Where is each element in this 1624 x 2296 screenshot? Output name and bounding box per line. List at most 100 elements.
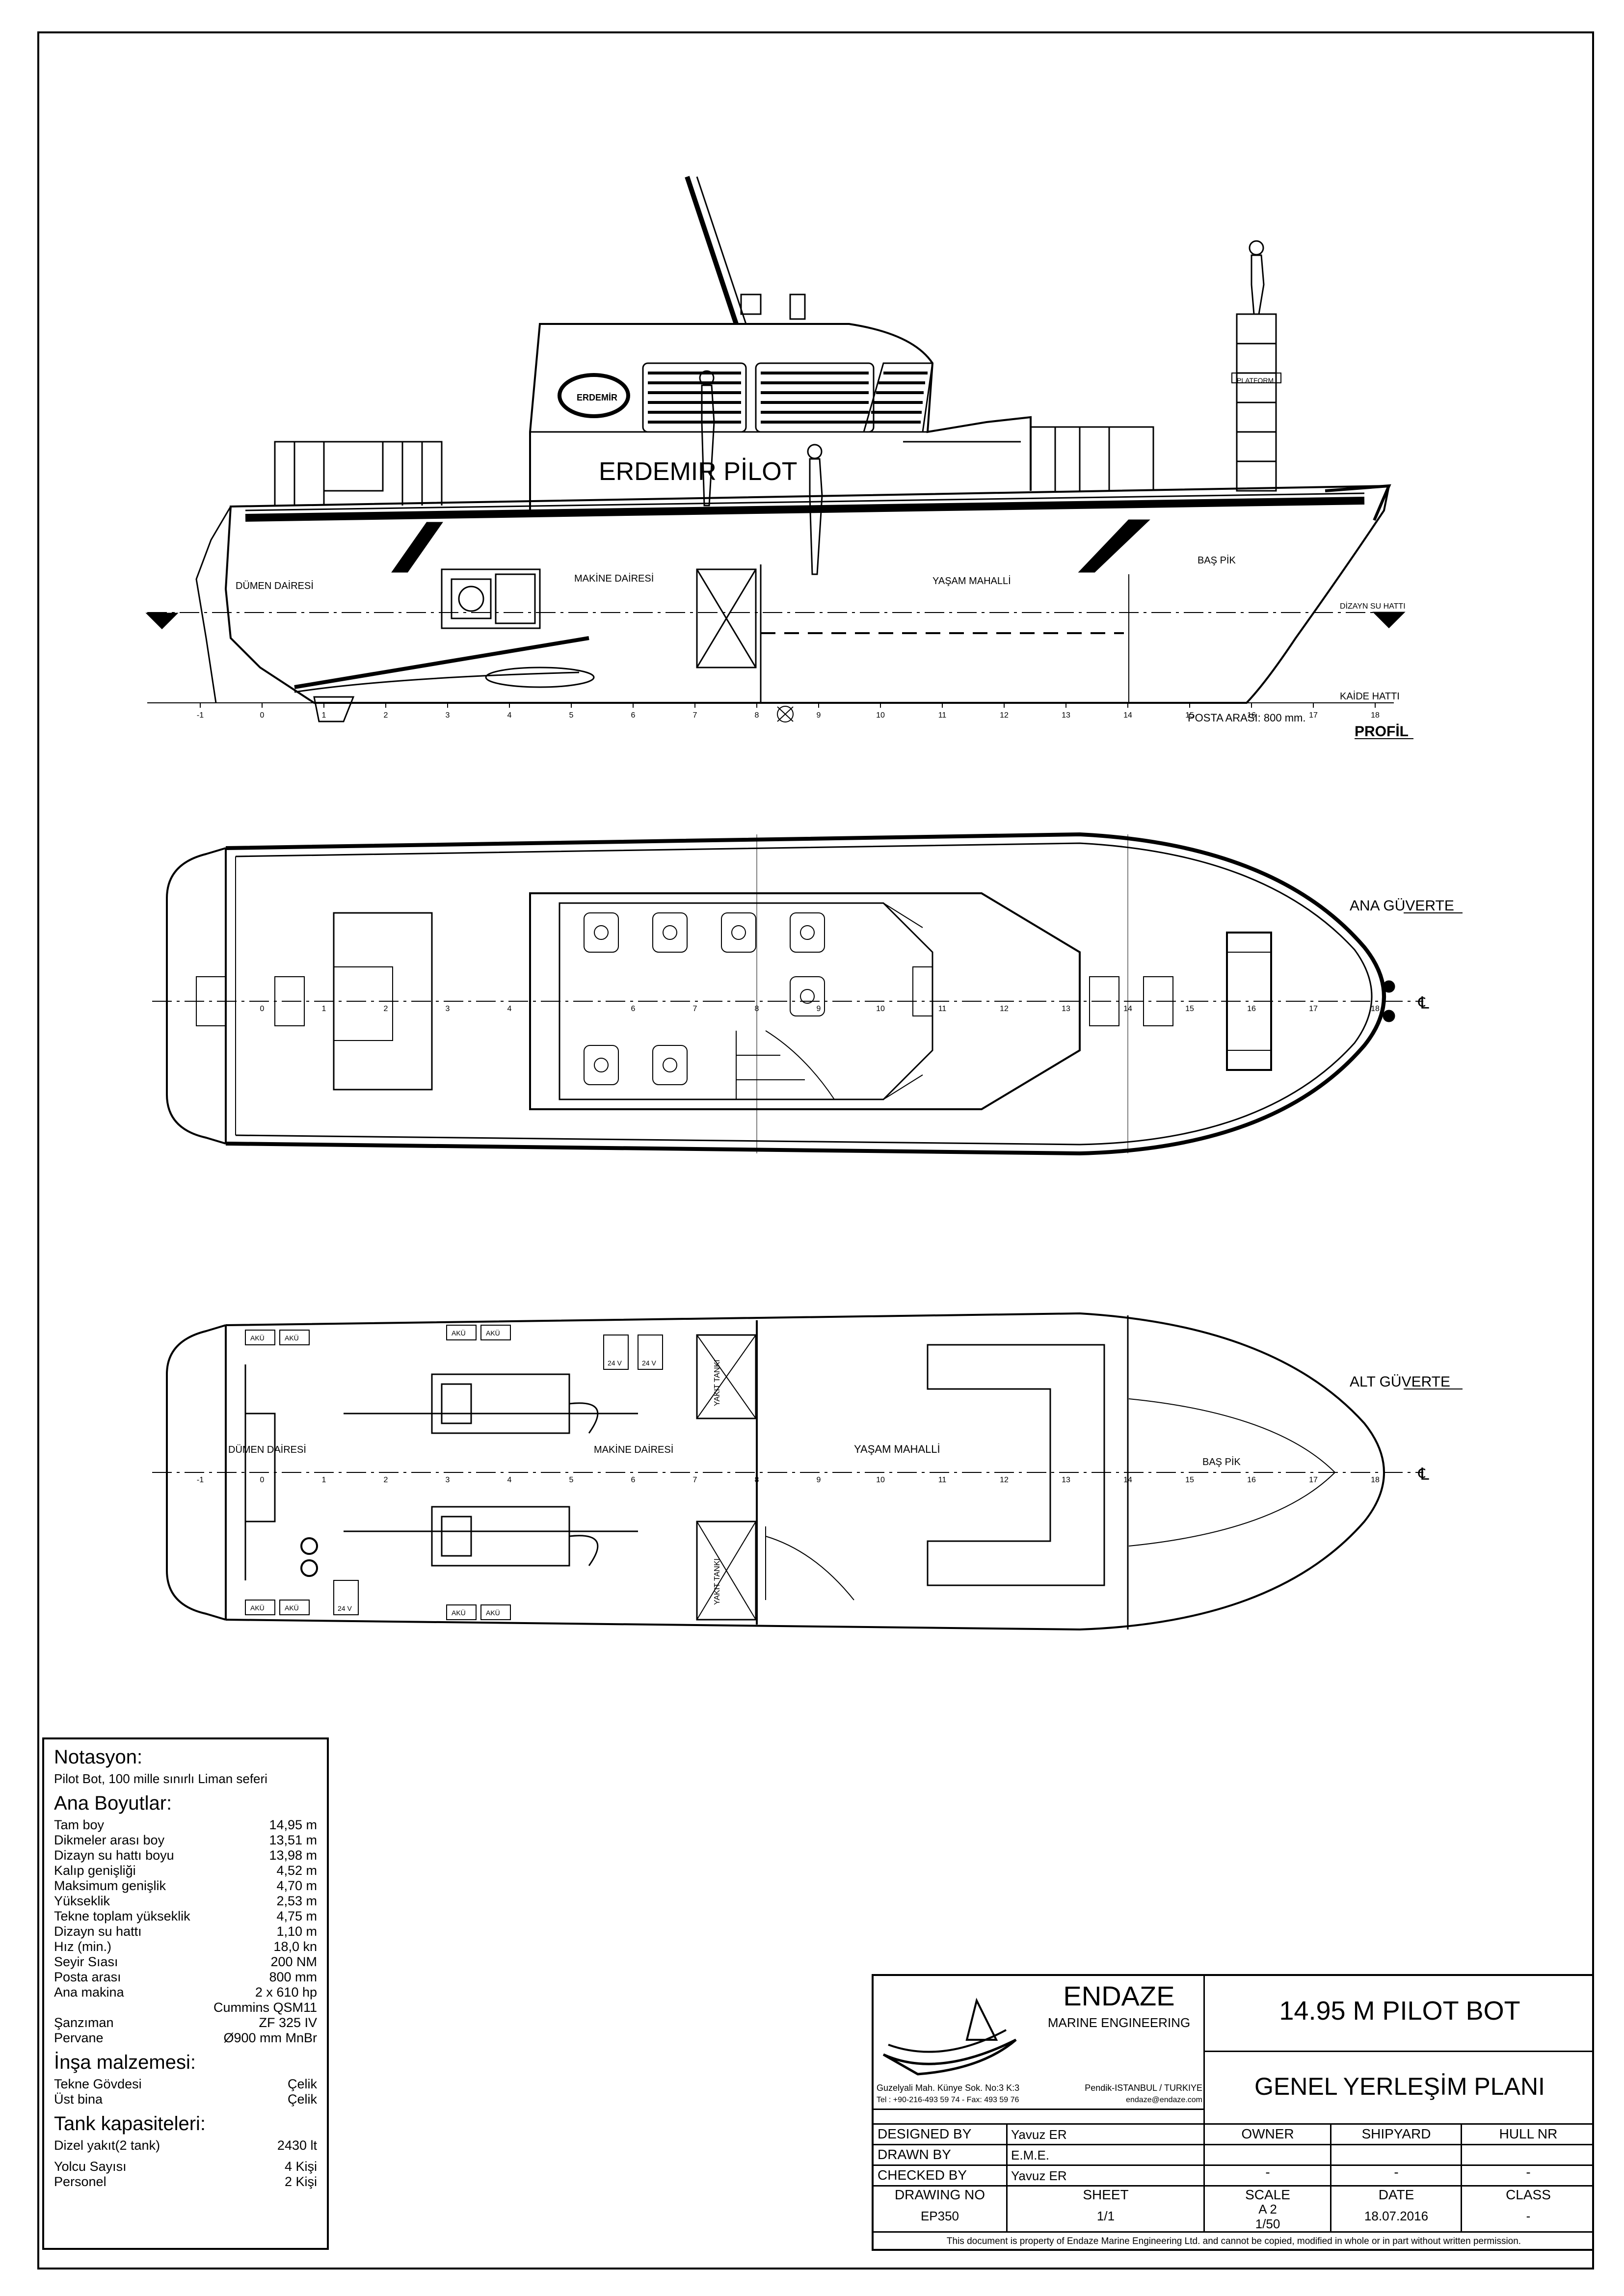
class-label: CLASS	[1506, 2187, 1551, 2202]
lower-frame-number: 9	[817, 1476, 821, 1484]
dimension-value: 1,10 m	[276, 1924, 317, 1939]
battery-label: AKÜ	[452, 1608, 466, 1617]
checked-by-label: CHECKED BY	[878, 2167, 967, 2183]
main-deck-frame-number: 13	[1062, 1005, 1070, 1013]
voltage-label: 24 V	[338, 1604, 352, 1612]
dimension-row: Tekne toplam yükseklik 4,75 m	[54, 1909, 317, 1924]
dimension-value: 2 x 610 hp	[255, 1985, 317, 2000]
profile-frame-number: 3	[446, 711, 450, 720]
battery-label: AKÜ	[285, 1603, 299, 1612]
dimensions-title: Ana Boyutlar:	[54, 1792, 172, 1814]
lower-frame-number: 8	[755, 1476, 759, 1484]
profile-room-forepeak: BAŞ PİK	[1198, 555, 1236, 566]
profile-frame-number: 18	[1371, 711, 1380, 720]
main-deck-frame-number: 15	[1185, 1005, 1194, 1013]
dimension-value: 4,52 m	[276, 1863, 317, 1878]
capacity-label: Yolcu Sayısı	[54, 2159, 127, 2174]
drawing-no-value: EP350	[920, 2209, 959, 2223]
lower-frame-number: 14	[1123, 1476, 1132, 1484]
main-deck-frame-number: 0	[260, 1005, 265, 1013]
main-deck-frame-number: 4	[507, 1005, 512, 1013]
drawing-title: GENEL YERLEŞİM PLANI	[1254, 2073, 1545, 2100]
lower-frame-number: 0	[260, 1476, 265, 1484]
battery-label: AKÜ	[250, 1334, 265, 1342]
profile-view-title: PROFİL	[1355, 723, 1409, 740]
scale-paper: A 2	[1258, 2202, 1277, 2216]
main-deck-frame-number: 7	[693, 1005, 697, 1013]
dimension-label: Pervane	[54, 2030, 104, 2045]
fuel-tank-label: YAKIT TANKI	[713, 1360, 721, 1406]
capacity-value: 4 Kişi	[284, 2159, 317, 2174]
designed-by-label: DESIGNED BY	[878, 2126, 972, 2141]
dimension-label: Yükseklik	[54, 1894, 110, 1908]
dimension-label: Seyir Sıası	[54, 1954, 118, 1969]
phone-fax: Tel : +90-216-493 59 74 - Fax: 493 59 76	[877, 2096, 1019, 2104]
company-subtitle: MARINE ENGINEERING	[1047, 2015, 1191, 2030]
dimension-value: 200 NM	[270, 1954, 317, 1969]
lower-frame-number: 5	[569, 1476, 574, 1484]
main-deck-frame-number: 11	[938, 1005, 947, 1013]
main-deck-view	[152, 832, 1463, 1156]
main-deck-frame-number: 9	[817, 1005, 821, 1013]
dimension-value: 4,70 m	[276, 1878, 317, 1893]
dimension-label: Tam boy	[54, 1817, 105, 1832]
platform-label: PLATFORM	[1237, 376, 1274, 384]
drawn-by-value: E.M.E.	[1011, 2148, 1050, 2163]
profile-frame-number: 9	[817, 711, 821, 720]
scale-value: 1/50	[1255, 2216, 1280, 2231]
capacity-row: Yolcu Sayısı 4 Kişi	[54, 2159, 317, 2174]
lower-deck-centerline-symbol: ℄	[1418, 1465, 1429, 1484]
dimension-value: 18,0 kn	[273, 1939, 317, 1954]
checked-by-value: Yavuz ER	[1011, 2168, 1067, 2183]
sheet-label: SHEET	[1083, 2187, 1129, 2202]
dimension-row: Seyir Sıası 200 NM	[54, 1954, 317, 1970]
designed-by-value: Yavuz ER	[1011, 2127, 1067, 2142]
lower-room-living: YAŞAM MAHALLİ	[854, 1443, 940, 1455]
lower-room-forepeak: BAŞ PİK	[1202, 1456, 1241, 1468]
main-deck-frame-number: 16	[1247, 1005, 1256, 1013]
profile-frame-number: 6	[631, 711, 636, 720]
capacity-value: 2 Kişi	[284, 2174, 317, 2189]
dimension-value: 4,75 m	[276, 1909, 317, 1923]
base-line-label: KAİDE HATTI	[1340, 691, 1400, 702]
owner-value: -	[1265, 2164, 1270, 2180]
lower-room-engine: MAKİNE DAİRESİ	[594, 1444, 673, 1455]
frame-spacing-label: POSTA ARASI: 800 mm.	[1188, 712, 1305, 724]
lower-frame-number: 17	[1309, 1476, 1318, 1484]
drawing-frame	[37, 31, 1594, 2269]
material-value: Çelik	[287, 2092, 317, 2107]
drawn-by-label: DRAWN BY	[878, 2147, 951, 2162]
profile-frame-number: 8	[755, 711, 759, 720]
dimension-label: Maksimum genişlik	[54, 1878, 166, 1893]
tanks-title: Tank kapasiteleri:	[54, 2113, 206, 2135]
dimension-label: Dikmeler arası boy	[54, 1833, 165, 1847]
profile-frame-number: 15	[1185, 711, 1194, 720]
notes-description: Pilot Bot, 100 mille sınırlı Liman sefer…	[54, 1771, 267, 1786]
dimension-row: Hız (min.)18,0 kn	[54, 1939, 317, 1954]
profile-frame-number: 1	[322, 711, 326, 720]
company-email: endaze@endaze.com	[1126, 2096, 1202, 2104]
dimension-value: 13,51 m	[269, 1833, 317, 1847]
lower-frame-number: 12	[1000, 1476, 1009, 1484]
dimension-value: ZF 325 IV	[259, 2015, 317, 2030]
dimension-label: Tekne toplam yükseklik	[54, 1909, 190, 1923]
date-value: 18.07.2016	[1364, 2209, 1429, 2223]
profile-frame-number: 0	[260, 711, 265, 720]
date-label: DATE	[1378, 2187, 1414, 2202]
lower-frame-number: -1	[197, 1476, 204, 1484]
company-name: ENDAZE	[1063, 1980, 1175, 2011]
material-label: Tekne Gövdesi	[54, 2077, 142, 2091]
main-deck-frame-number: 6	[631, 1005, 636, 1013]
dimension-label: Kalıp genişliği	[54, 1863, 136, 1878]
hull-nr-value: -	[1526, 2164, 1531, 2180]
endaze-logo-icon	[882, 1998, 1017, 2076]
notes-title: Notasyon:	[54, 1746, 143, 1768]
